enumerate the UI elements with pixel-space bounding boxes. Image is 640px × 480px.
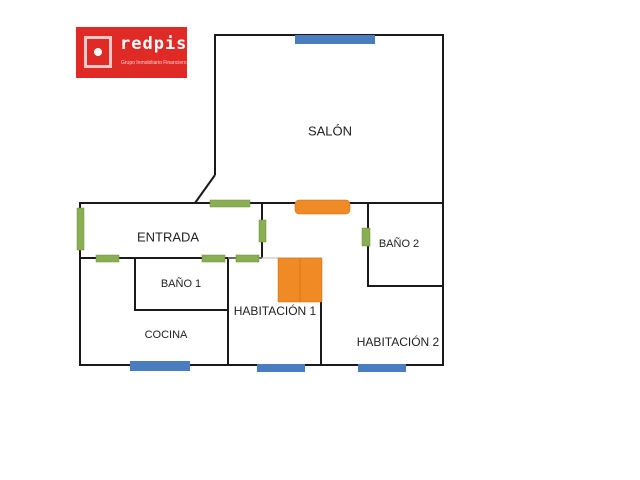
room-label-bano1: BAÑO 1 [160, 278, 202, 290]
wardrobe-right [299, 257, 323, 303]
door-entrada-side [258, 219, 267, 243]
window-salon [295, 35, 375, 44]
door-entrada-salon [209, 199, 251, 208]
room-label-entrada: ENTRADA [136, 229, 200, 245]
logo-tagline: Grupo Inmobiliario Financiero [121, 60, 187, 66]
door-habitacion1 [235, 254, 260, 263]
window-habitacion2 [358, 364, 406, 372]
window-habitacion1 [257, 364, 305, 372]
door-main-entrance [76, 207, 85, 251]
room-label-habitacion1: HABITACIÓN 1 [233, 304, 317, 318]
window-cocina [130, 361, 190, 371]
door-bano2 [361, 227, 371, 247]
logo-square-icon [84, 36, 112, 68]
room-label-salon: SALÓN [307, 123, 353, 139]
salon-walls [79, 34, 444, 366]
bano1-walls [134, 258, 228, 311]
door-bano1 [201, 254, 226, 263]
logo-brand: redpiso [120, 34, 199, 54]
room-label-habitacion2: HABITACIÓN 2 [356, 335, 440, 349]
wardrobe-left [277, 257, 301, 303]
redpiso-logo: redpiso Grupo Inmobiliario Financiero [76, 27, 198, 78]
sofa-furniture [294, 199, 351, 215]
room-label-bano2: BAÑO 2 [378, 238, 420, 250]
door-cocina [95, 254, 120, 263]
salon-diagonal-wall [194, 174, 216, 204]
room-label-cocina: COCINA [144, 329, 188, 341]
